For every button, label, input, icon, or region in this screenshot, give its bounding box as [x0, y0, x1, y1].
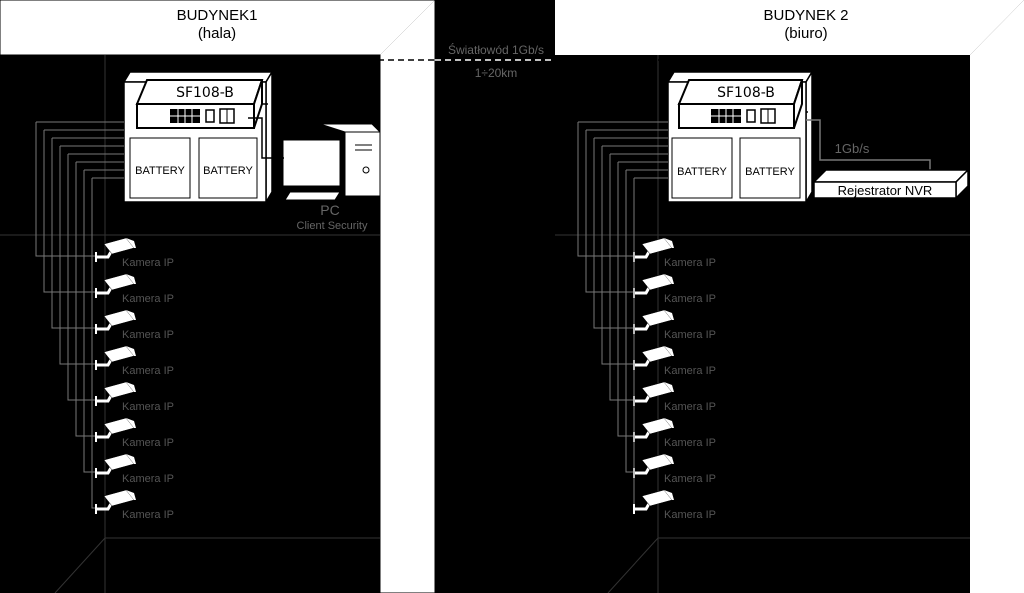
camera-label: Kamera IP: [664, 473, 716, 485]
camera-cable: [43, 130, 100, 293]
building-1-title: BUDYNEK1: [177, 7, 258, 24]
cabinet-1: SF108-B BATTERY BATTERY: [122, 69, 274, 205]
camera-icon: [633, 417, 674, 442]
battery-1a-label: BATTERY: [135, 165, 185, 177]
camera-cable: [593, 138, 638, 329]
pc-client: PC Client Security: [282, 123, 381, 232]
camera-icon: [95, 273, 136, 298]
camera-label: Kamera IP: [664, 401, 716, 413]
camera-icon: [95, 237, 136, 262]
camera-label: Kamera IP: [664, 437, 716, 449]
building-1-roof: [0, 0, 435, 55]
camera-cable: [585, 130, 638, 293]
camera-cable: [617, 162, 638, 437]
camera-label: Kamera IP: [122, 509, 174, 521]
camera-icon: [95, 345, 136, 370]
camera-label: Kamera IP: [664, 365, 716, 377]
camera-icon: [95, 309, 136, 334]
building-2: BUDYNEK 2 (biuro) SF108-B BATTERY: [555, 0, 1024, 593]
battery-2b-label: BATTERY: [745, 166, 795, 178]
camera-label: Kamera IP: [122, 365, 174, 377]
cabinet-2: SF108-B BATTERY BATTERY: [666, 69, 814, 205]
building-2-title: BUDYNEK 2: [763, 7, 848, 24]
camera-list-1: Kamera IP Kamera IP Kamera IP Kamera IP Kame…: [35, 121, 174, 521]
fiber-distance: 1÷20km: [475, 66, 518, 80]
switch-2: SF108-B: [677, 79, 804, 129]
building-2-roof: [555, 0, 1024, 55]
camera-cable: [83, 170, 100, 473]
camera-cable: [35, 122, 100, 257]
camera-label: Kamera IP: [664, 293, 716, 305]
pc-label: PC: [320, 202, 339, 218]
building-2-side-wall: [970, 0, 1024, 593]
nvr-label: Rejestrator NVR: [838, 183, 933, 198]
building-1-side-wall: [380, 0, 435, 593]
switch-1-model: SF108-B: [176, 85, 234, 101]
switch-1: SF108-B: [135, 79, 264, 129]
switch-2-model: SF108-B: [717, 85, 775, 101]
camera-label: Kamera IP: [122, 293, 174, 305]
camera-icon: [633, 345, 674, 370]
pc-sublabel: Client Security: [297, 220, 368, 232]
battery-2a-label: BATTERY: [677, 166, 727, 178]
camera-icon: [95, 381, 136, 406]
building-2-subtitle: (biuro): [784, 25, 827, 42]
camera-icon: [95, 417, 136, 442]
camera-label: Kamera IP: [122, 257, 174, 269]
camera-cable: [609, 154, 638, 401]
building-1-subtitle: (hala): [198, 25, 236, 42]
camera-icon: [95, 489, 136, 514]
fiber-link: Światłowód 1Gb/s 1÷20km: [262, 42, 823, 113]
camera-label: Kamera IP: [664, 509, 716, 521]
fiber-label: Światłowód 1Gb/s: [448, 42, 544, 57]
camera-cable: [59, 146, 100, 365]
camera-label: Kamera IP: [664, 257, 716, 269]
camera-cable: [67, 154, 100, 401]
nvr-recorder: 1Gb/s Rejestrator NVR: [806, 119, 970, 200]
camera-list-2: Kamera IP Kamera IP Kamera IP Kamera IP Kame…: [577, 121, 716, 521]
camera-label: Kamera IP: [122, 473, 174, 485]
camera-icon: [633, 309, 674, 334]
battery-1b-label: BATTERY: [203, 165, 253, 177]
nvr-link-label: 1Gb/s: [835, 141, 870, 156]
camera-icon: [95, 453, 136, 478]
camera-icon: [633, 489, 674, 514]
camera-label: Kamera IP: [122, 329, 174, 341]
camera-label: Kamera IP: [122, 401, 174, 413]
camera-icon: [633, 453, 674, 478]
camera-label: Kamera IP: [664, 329, 716, 341]
building-1: BUDYNEK1 (hala) SF108-B: [0, 0, 436, 593]
camera-label: Kamera IP: [122, 437, 174, 449]
